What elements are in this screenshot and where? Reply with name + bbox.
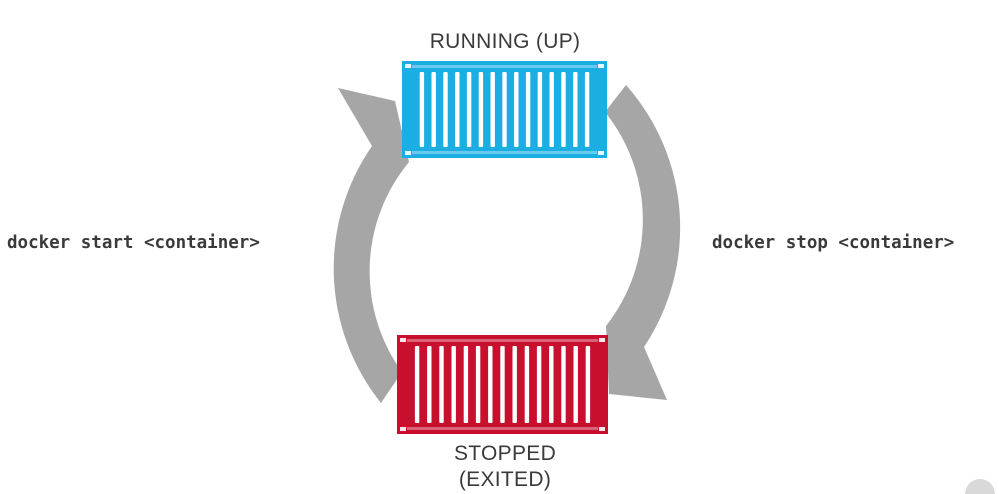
- corner-badge-icon: [965, 479, 995, 494]
- container-bar: [537, 72, 543, 147]
- container-bar: [490, 72, 495, 147]
- container-bar: [573, 72, 578, 147]
- container-corner-casting: [599, 427, 605, 431]
- container-bar: [549, 346, 554, 423]
- container-corner-casting: [598, 64, 604, 68]
- stopped-container-icon: [397, 335, 608, 434]
- container-bottom-rail: [412, 151, 597, 154]
- container-bar: [488, 346, 493, 423]
- container-bar: [414, 346, 420, 423]
- stopped-state-label-line1: STOPPED: [453, 442, 557, 465]
- container-bar: [475, 346, 481, 423]
- container-bar: [502, 72, 507, 147]
- container-corner-casting: [400, 338, 406, 342]
- container-top-rail: [412, 65, 597, 68]
- container-bar: [431, 72, 436, 147]
- stopped-state-label: STOPPED (EXITED): [380, 441, 630, 493]
- docker-start-command: docker start <container>: [7, 233, 260, 253]
- container-corner-casting: [405, 151, 411, 155]
- stop-transition-arrow: [605, 85, 681, 400]
- container-bar: [478, 72, 484, 147]
- container-bar: [455, 72, 460, 147]
- container-bar: [512, 346, 517, 423]
- container-top-rail: [407, 339, 598, 342]
- container-bar: [573, 346, 578, 423]
- container-bar: [561, 72, 566, 147]
- container-bar: [466, 72, 472, 147]
- container-bar: [439, 346, 444, 423]
- container-bar: [536, 346, 542, 423]
- stopped-state-label-line2: (EXITED): [458, 468, 552, 491]
- container-bar: [419, 72, 425, 147]
- container-corner-casting: [599, 338, 605, 342]
- running-container-icon: [402, 61, 607, 158]
- docker-stop-command: docker stop <container>: [712, 233, 955, 253]
- container-corner-casting: [400, 427, 406, 431]
- container-bar: [514, 72, 519, 147]
- start-transition-arrow: [333, 88, 409, 403]
- container-bar: [561, 346, 566, 423]
- container-bar: [451, 346, 456, 423]
- container-bar: [463, 346, 469, 423]
- container-bar: [584, 72, 590, 147]
- container-bar: [500, 346, 505, 423]
- container-bar: [549, 72, 554, 147]
- container-bottom-rail: [407, 427, 598, 430]
- running-state-label: RUNNING (UP): [429, 30, 581, 53]
- container-bar: [443, 72, 448, 147]
- container-bar: [427, 346, 432, 423]
- container-bar: [585, 346, 591, 423]
- container-corner-casting: [598, 151, 604, 155]
- container-bar: [525, 72, 531, 147]
- container-bar: [524, 346, 530, 423]
- container-corner-casting: [405, 64, 411, 68]
